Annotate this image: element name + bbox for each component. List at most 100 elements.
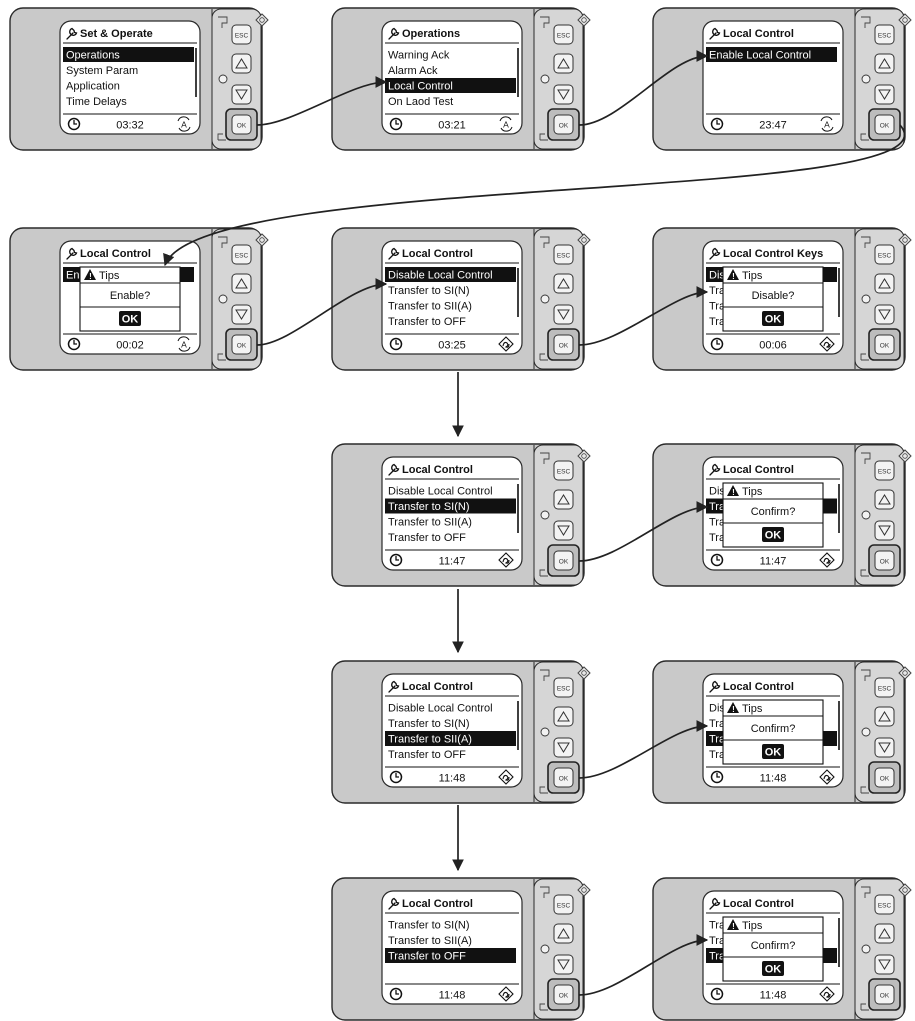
- ok-button[interactable]: OK: [547, 328, 580, 361]
- ok-button-frame[interactable]: [553, 114, 574, 135]
- ok-button[interactable]: OK: [225, 328, 258, 361]
- esc-button[interactable]: ESC: [874, 894, 895, 915]
- dialog-ok-fill[interactable]: [119, 311, 141, 326]
- esc-button-frame[interactable]: [553, 677, 574, 698]
- ok-button-frame[interactable]: [874, 550, 895, 571]
- ok-button-frame[interactable]: [231, 114, 252, 135]
- down-button[interactable]: [553, 84, 574, 105]
- esc-button-frame[interactable]: [553, 24, 574, 45]
- dialog-ok-button[interactable]: OK: [762, 961, 784, 976]
- esc-button[interactable]: ESC: [874, 460, 895, 481]
- up-button-frame[interactable]: [874, 53, 895, 74]
- ok-button[interactable]: OK: [868, 108, 901, 141]
- down-button[interactable]: [874, 304, 895, 325]
- up-button-frame[interactable]: [874, 489, 895, 510]
- esc-button-frame[interactable]: [874, 894, 895, 915]
- ok-button[interactable]: OK: [868, 328, 901, 361]
- esc-button[interactable]: ESC: [231, 24, 252, 45]
- up-button[interactable]: [231, 273, 252, 294]
- up-button-frame[interactable]: [874, 273, 895, 294]
- up-button[interactable]: [553, 53, 574, 74]
- down-button-frame[interactable]: [874, 84, 895, 105]
- ok-button[interactable]: OK: [547, 544, 580, 577]
- ok-button-frame[interactable]: [231, 334, 252, 355]
- up-button-frame[interactable]: [231, 53, 252, 74]
- down-button[interactable]: [553, 520, 574, 541]
- ok-button-frame[interactable]: [874, 767, 895, 788]
- up-button[interactable]: [553, 273, 574, 294]
- down-button-frame[interactable]: [553, 954, 574, 975]
- esc-button-frame[interactable]: [553, 460, 574, 481]
- up-button-frame[interactable]: [553, 273, 574, 294]
- up-button[interactable]: [231, 53, 252, 74]
- up-button[interactable]: [874, 53, 895, 74]
- esc-button[interactable]: ESC: [231, 244, 252, 265]
- down-button-frame[interactable]: [231, 304, 252, 325]
- up-button-frame[interactable]: [231, 273, 252, 294]
- up-button[interactable]: [553, 706, 574, 727]
- up-button[interactable]: [553, 923, 574, 944]
- down-button[interactable]: [874, 954, 895, 975]
- up-button[interactable]: [553, 489, 574, 510]
- down-button-frame[interactable]: [874, 954, 895, 975]
- esc-button[interactable]: ESC: [874, 677, 895, 698]
- esc-button-frame[interactable]: [874, 677, 895, 698]
- ok-button[interactable]: OK: [868, 978, 901, 1011]
- down-button[interactable]: [553, 954, 574, 975]
- ok-button-frame[interactable]: [553, 767, 574, 788]
- dialog-ok-fill[interactable]: [762, 744, 784, 759]
- down-button[interactable]: [231, 304, 252, 325]
- esc-button-frame[interactable]: [874, 24, 895, 45]
- ok-button-frame[interactable]: [874, 984, 895, 1005]
- esc-button[interactable]: ESC: [874, 24, 895, 45]
- esc-button-frame[interactable]: [553, 244, 574, 265]
- down-button-frame[interactable]: [553, 304, 574, 325]
- esc-button-frame[interactable]: [874, 244, 895, 265]
- down-button-frame[interactable]: [553, 84, 574, 105]
- esc-button[interactable]: ESC: [553, 894, 574, 915]
- up-button[interactable]: [874, 489, 895, 510]
- dialog-ok-button[interactable]: OK: [119, 311, 141, 326]
- dialog-ok-button[interactable]: OK: [762, 744, 784, 759]
- esc-button[interactable]: ESC: [874, 244, 895, 265]
- esc-button[interactable]: ESC: [553, 24, 574, 45]
- dialog-ok-button[interactable]: OK: [762, 311, 784, 326]
- down-button-frame[interactable]: [874, 304, 895, 325]
- up-button-frame[interactable]: [553, 53, 574, 74]
- ok-button[interactable]: OK: [225, 108, 258, 141]
- down-button[interactable]: [874, 520, 895, 541]
- ok-button-frame[interactable]: [874, 334, 895, 355]
- down-button-frame[interactable]: [874, 520, 895, 541]
- ok-button-frame[interactable]: [874, 114, 895, 135]
- up-button[interactable]: [874, 706, 895, 727]
- down-button-frame[interactable]: [553, 520, 574, 541]
- down-button[interactable]: [553, 737, 574, 758]
- up-button-frame[interactable]: [874, 923, 895, 944]
- down-button-frame[interactable]: [553, 737, 574, 758]
- down-button-frame[interactable]: [231, 84, 252, 105]
- up-button[interactable]: [874, 923, 895, 944]
- up-button-frame[interactable]: [553, 706, 574, 727]
- down-button[interactable]: [553, 304, 574, 325]
- down-button[interactable]: [874, 84, 895, 105]
- ok-button[interactable]: OK: [547, 108, 580, 141]
- ok-button-frame[interactable]: [553, 550, 574, 571]
- down-button-frame[interactable]: [874, 737, 895, 758]
- dialog-ok-fill[interactable]: [762, 527, 784, 542]
- esc-button[interactable]: ESC: [553, 244, 574, 265]
- ok-button-frame[interactable]: [553, 984, 574, 1005]
- esc-button[interactable]: ESC: [553, 460, 574, 481]
- esc-button-frame[interactable]: [874, 460, 895, 481]
- up-button-frame[interactable]: [553, 489, 574, 510]
- up-button-frame[interactable]: [874, 706, 895, 727]
- ok-button[interactable]: OK: [868, 761, 901, 794]
- dialog-ok-button[interactable]: OK: [762, 527, 784, 542]
- down-button[interactable]: [231, 84, 252, 105]
- up-button[interactable]: [874, 273, 895, 294]
- ok-button[interactable]: OK: [868, 544, 901, 577]
- esc-button[interactable]: ESC: [553, 677, 574, 698]
- dialog-ok-fill[interactable]: [762, 961, 784, 976]
- down-button[interactable]: [874, 737, 895, 758]
- esc-button-frame[interactable]: [231, 244, 252, 265]
- ok-button-frame[interactable]: [553, 334, 574, 355]
